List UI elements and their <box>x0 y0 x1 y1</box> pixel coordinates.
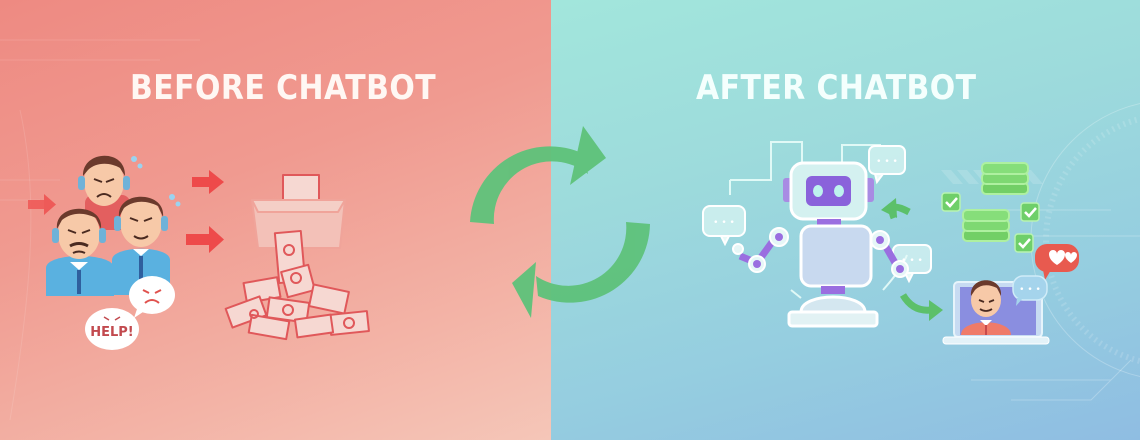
angry-bubble <box>129 276 175 318</box>
checkmark-icon <box>1020 202 1040 222</box>
svg-text:• • •: • • • <box>1019 285 1041 295</box>
heart-icon <box>1065 252 1077 263</box>
robot-head <box>783 161 874 221</box>
svg-text:• • •: • • • <box>876 157 898 167</box>
before-background-decor <box>0 39 200 421</box>
robot-waist <box>821 286 845 294</box>
after-panel: AFTER CHATBOT • • • • • • • • • <box>551 0 1140 440</box>
robot-stand <box>787 310 879 328</box>
arrow-right-icon <box>192 170 224 194</box>
laptop-customer: • • • <box>942 275 1050 345</box>
cash-stack <box>981 162 1029 195</box>
agent-avatar <box>46 208 114 296</box>
arrow-right-icon <box>186 226 224 253</box>
robot-neck <box>817 219 841 227</box>
hearts-bubble <box>1035 244 1079 280</box>
before-title: BEFORE CHATBOT <box>130 68 437 108</box>
benefits-illustration: • • • <box>941 162 1079 345</box>
flow-arrows <box>28 170 224 253</box>
before-panel: BEFORE CHATBOT <box>0 0 551 440</box>
arrow-right-icon <box>28 194 56 215</box>
robot-illustration: • • • • • • • • • <box>702 141 943 328</box>
cash-stack <box>962 209 1010 242</box>
help-bubble: HELP! <box>85 308 139 350</box>
green-arrow-icon <box>881 198 911 220</box>
svg-text:• • •: • • • <box>901 256 923 266</box>
chat-bubble: • • • <box>868 145 906 185</box>
stressed-agents: HELP! <box>46 155 181 350</box>
money-box-spilling-bills <box>224 174 370 341</box>
robot-arms <box>732 227 909 278</box>
help-text: HELP! <box>90 325 134 340</box>
chat-bubble: • • • <box>702 205 746 247</box>
svg-text:• • •: • • • <box>713 218 735 228</box>
angry-face-icon <box>142 289 162 304</box>
robot-base <box>799 295 867 314</box>
checkmark-icon <box>941 192 961 212</box>
green-arrow-icon <box>899 293 943 321</box>
after-title: AFTER CHATBOT <box>696 68 977 108</box>
heart-icon <box>1049 250 1065 265</box>
checkmark-icon <box>1014 233 1034 253</box>
